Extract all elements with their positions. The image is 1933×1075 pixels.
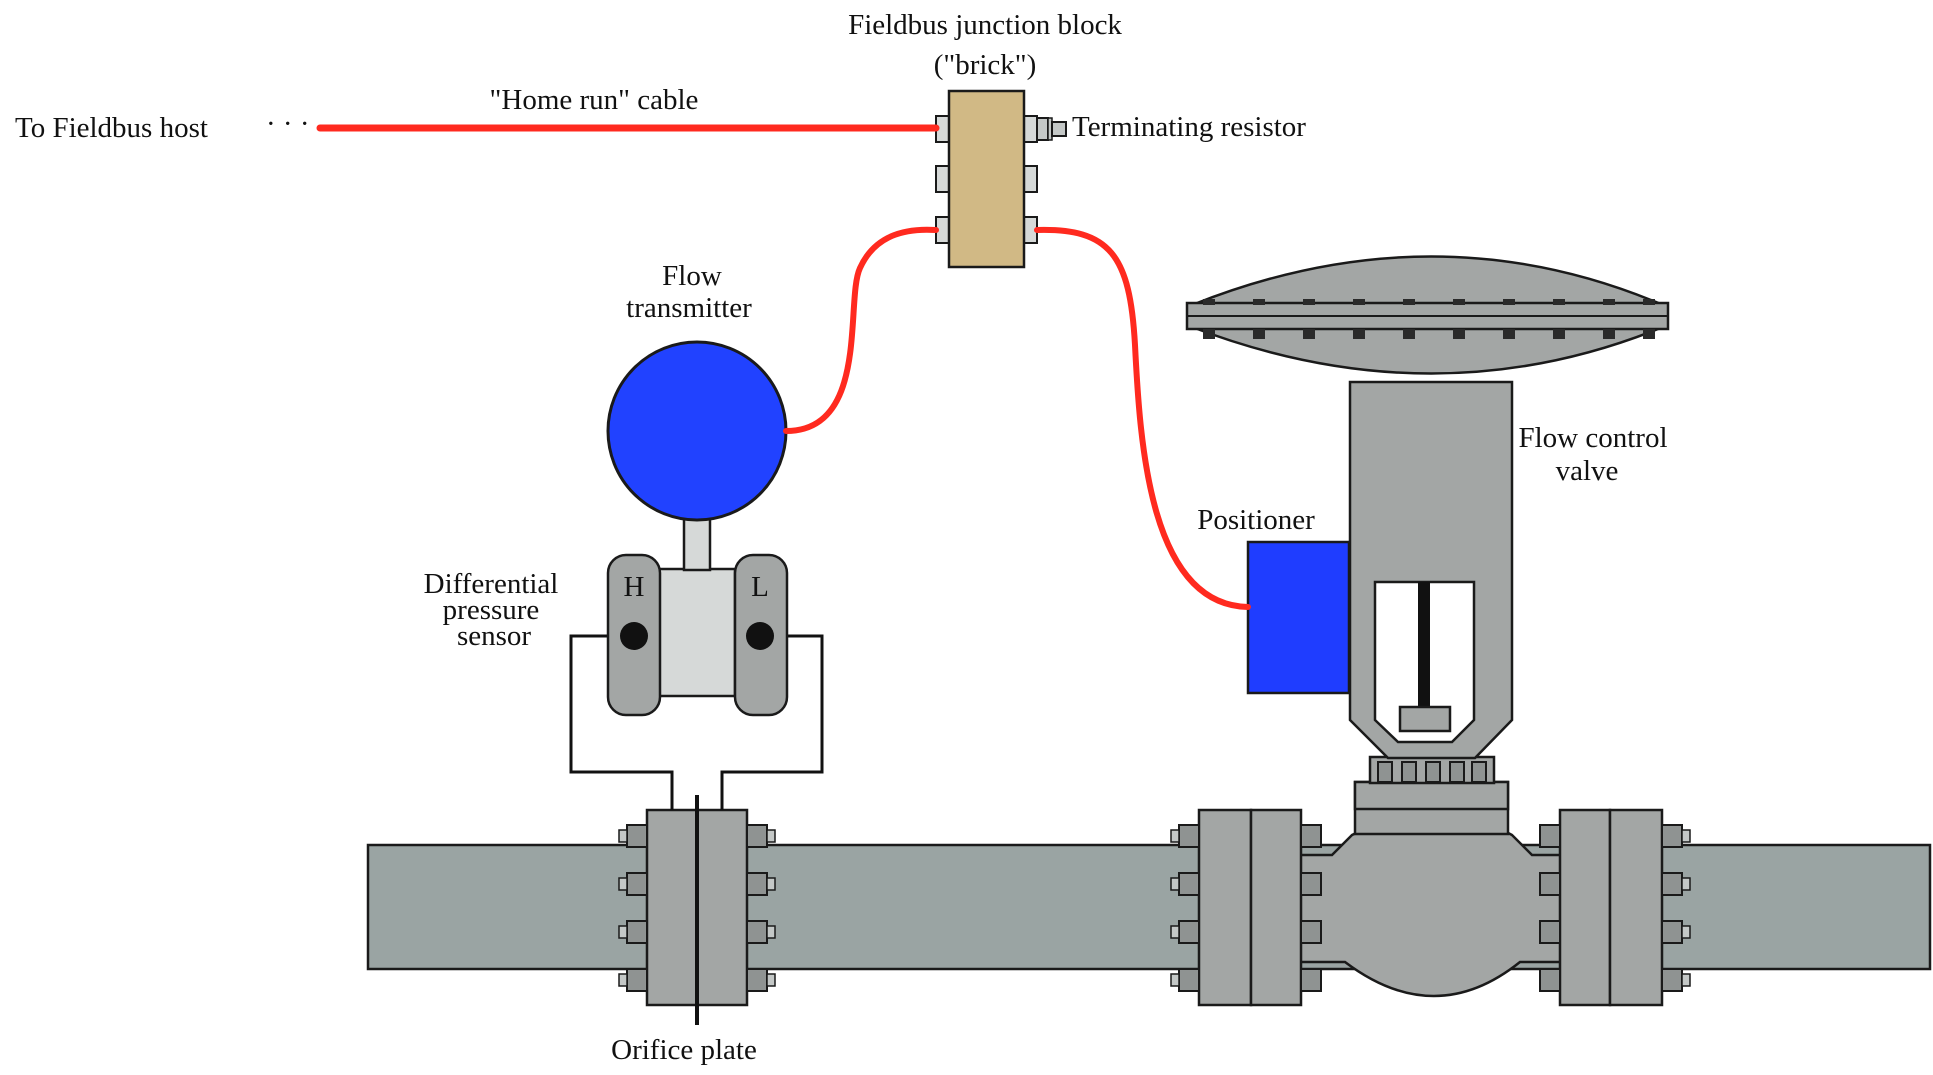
fieldbus-cables <box>316 124 1251 610</box>
dp-sensor-label-line3: sensor <box>457 620 531 652</box>
flow-transmitter-label-line2: transmitter <box>626 292 752 324</box>
sensor-center-body <box>657 567 737 698</box>
valve-outlet-flange <box>1539 808 1691 1007</box>
orifice-flange-assembly <box>618 795 776 1025</box>
fieldbus-host-label: To Fieldbus host <box>15 112 208 144</box>
brick-connector-left-2 <box>935 165 950 193</box>
valve-inlet-flange <box>1170 808 1322 1007</box>
orifice-bolts-right <box>746 824 776 992</box>
impulse-tubes <box>569 634 824 810</box>
valve-stem <box>1418 582 1430 712</box>
valve-positioner <box>1246 540 1351 695</box>
orifice-bolts-left <box>618 824 648 992</box>
brick-body <box>947 89 1026 269</box>
transmitter-neck <box>682 513 712 572</box>
high-port-label: H <box>624 571 645 603</box>
orifice-plate-label: Orifice plate <box>611 1034 757 1066</box>
high-port-dot <box>620 622 648 650</box>
actuator-bolts <box>1203 299 1655 339</box>
dp-sensor-label-line1: Differential <box>424 568 559 600</box>
home-run-cable-label: "Home run" cable <box>490 84 699 116</box>
positioner-spur-cable <box>1034 226 1251 610</box>
positioner-label: Positioner <box>1197 504 1315 536</box>
flow-control-valve <box>1170 255 1691 1007</box>
continuation-dots: · · · <box>266 108 309 140</box>
control-valve-label-line1: Flow control <box>1518 422 1667 454</box>
transmitter-head <box>606 340 788 522</box>
brick-connector-right-2 <box>1023 165 1038 193</box>
valve-yoke <box>1348 380 1514 760</box>
low-port-label: L <box>751 571 769 603</box>
control-valve-label-line2: valve <box>1556 455 1619 487</box>
junction-block-label-line1: Fieldbus junction block <box>848 9 1122 41</box>
terminating-resistor-label: Terminating resistor <box>1072 111 1306 143</box>
junction-block-label-line2: ("brick") <box>934 49 1037 81</box>
terminating-resistor <box>1036 117 1067 141</box>
valve-bonnet <box>1353 755 1510 836</box>
flow-transmitter-label-line1: Flow <box>662 260 722 292</box>
stem-connector <box>1398 705 1452 733</box>
brick-connector-right-1 <box>1023 115 1038 143</box>
low-port-dot <box>746 622 774 650</box>
valve-actuator-diaphragm <box>1185 255 1670 375</box>
dp-sensor-label-line2: pressure <box>443 594 540 626</box>
fieldbus-junction-block <box>935 89 1067 269</box>
transmitter-spur-cable <box>783 226 939 434</box>
differential-pressure-sensor: H L <box>606 553 789 717</box>
flow-transmitter <box>606 340 788 572</box>
process-pipe <box>366 843 1932 971</box>
